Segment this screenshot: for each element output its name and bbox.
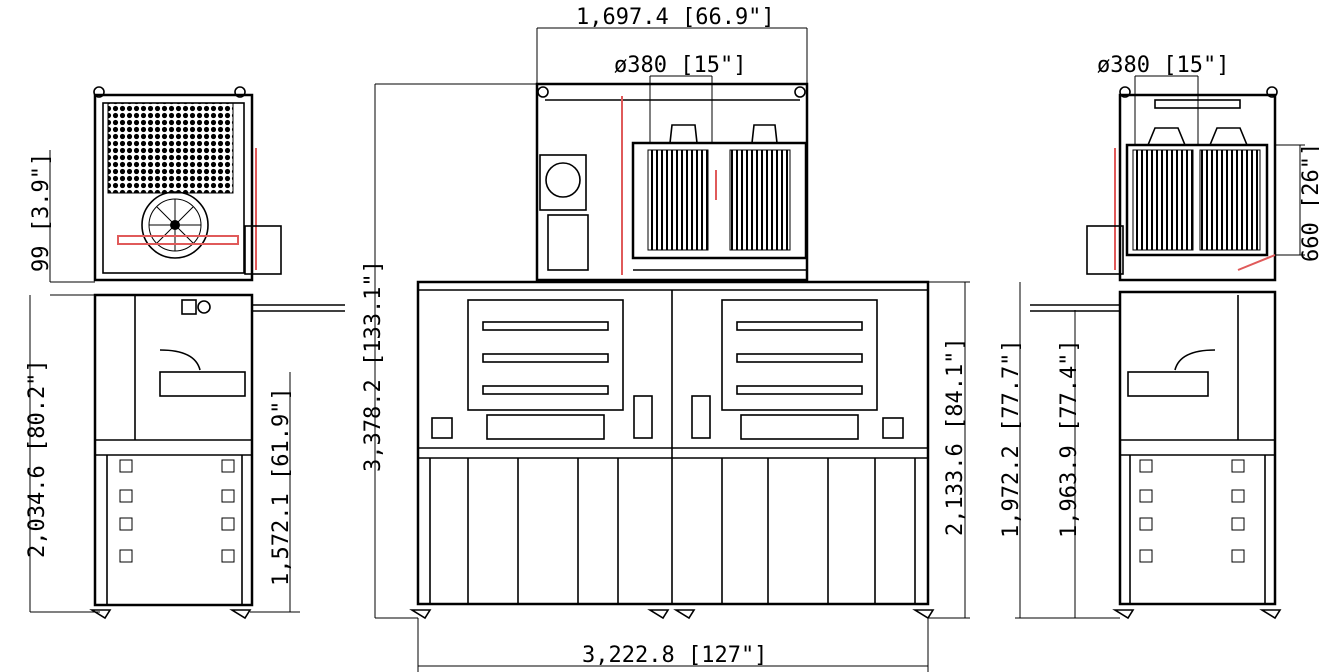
dim-right-height-a: 1,972.2 [77.7"] xyxy=(999,339,1024,538)
left-side-view xyxy=(29,86,345,620)
dim-left-height-mid: 1,572.1 [61.9"] xyxy=(269,387,294,586)
dim-overall-width: 3,222.8 [127"] xyxy=(582,643,767,668)
dim-right-height-b: 1,963.9 [77.4"] xyxy=(1057,339,1082,538)
dim-front-base-height: 2,133.6 [84.1"] xyxy=(943,337,968,536)
dim-duct-center: ø380 [15"] xyxy=(614,53,746,78)
dim-right-top-partial: 660 [26"] xyxy=(1299,143,1319,262)
dim-front-total-height: 3,378.2 [133.1"] xyxy=(361,260,386,472)
dim-left-height-total: 2,034.6 [80.2"] xyxy=(25,359,50,558)
fan-icon xyxy=(141,191,209,259)
gauge-icon xyxy=(539,154,589,271)
filter-grid xyxy=(107,102,234,194)
dim-top-width: 1,697.4 [66.9"] xyxy=(576,5,775,30)
dim-left-height-small: 99 [3.9"] xyxy=(29,153,54,272)
right-side-view xyxy=(1015,75,1305,620)
dim-duct-right: ø380 [15"] xyxy=(1097,53,1229,78)
front-view xyxy=(374,27,970,672)
